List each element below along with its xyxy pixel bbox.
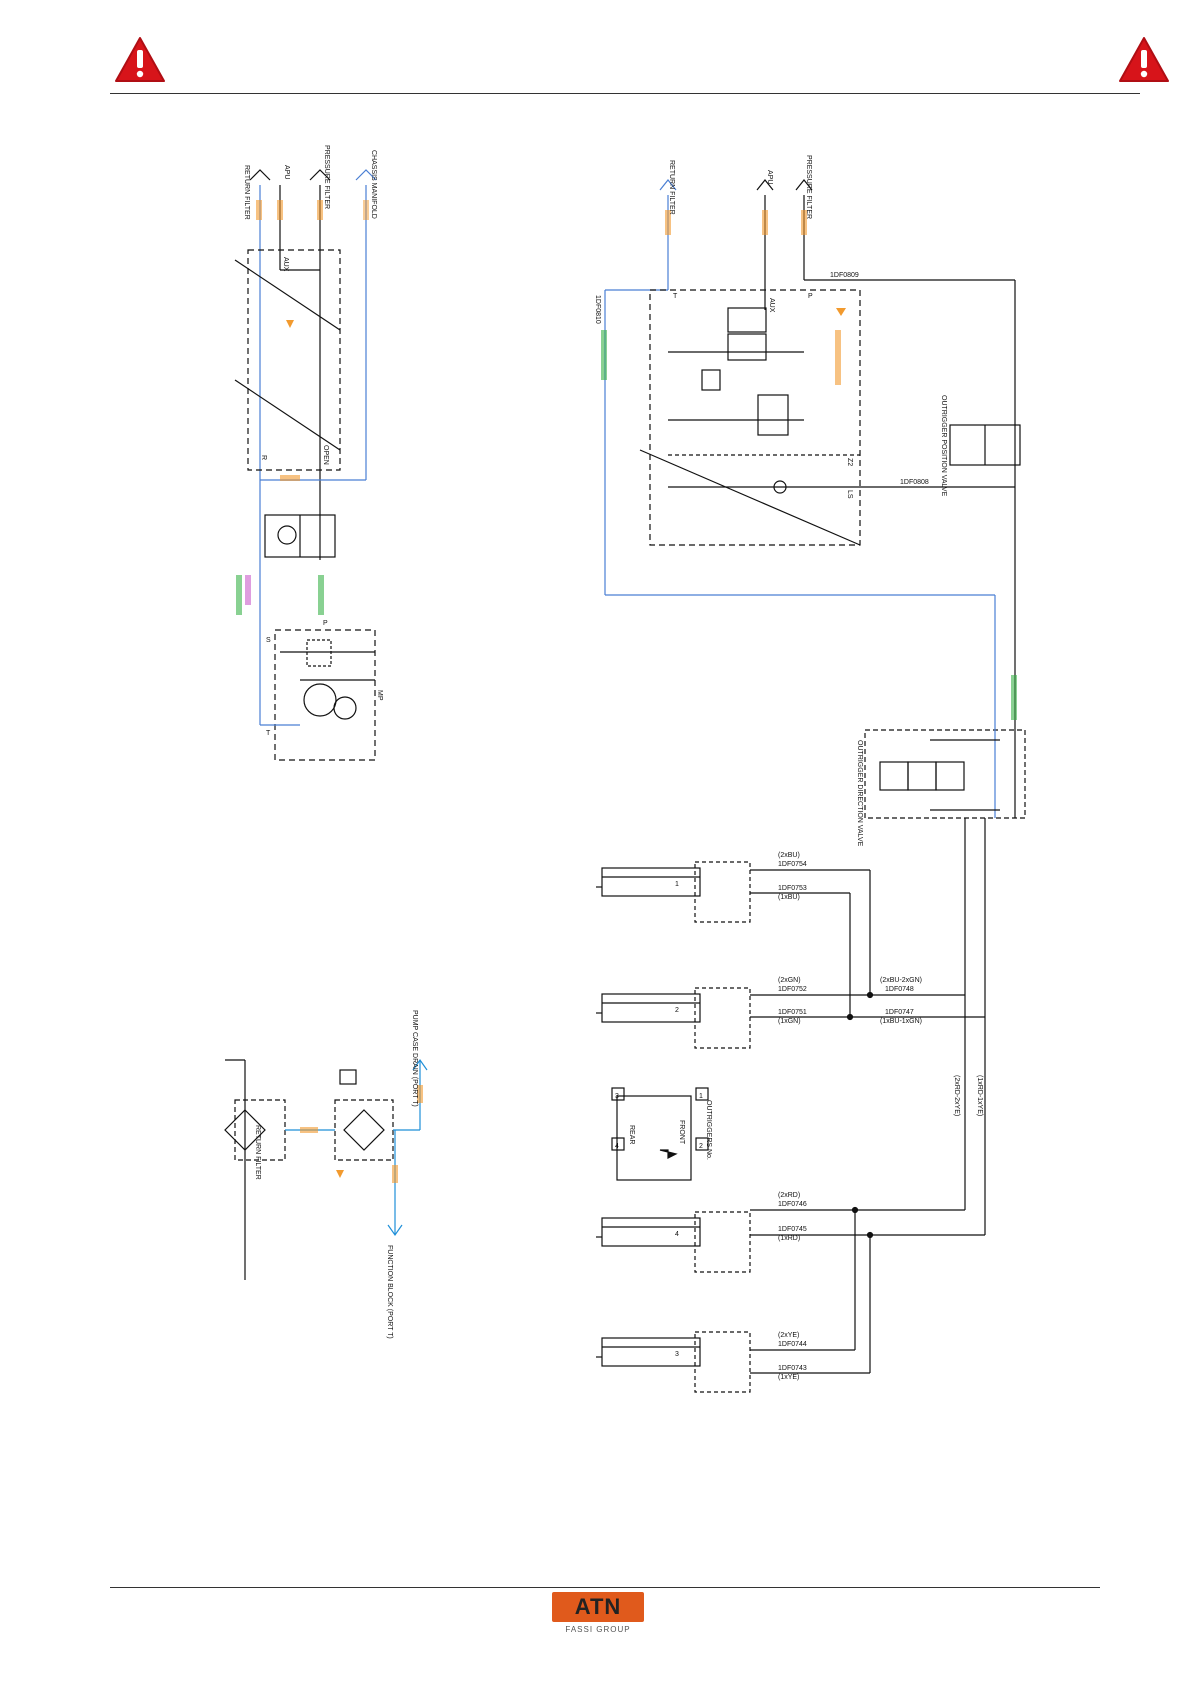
cylinder-3-number: 3: [675, 1351, 679, 1358]
valve-label-z2: Z2: [846, 458, 853, 466]
cylinder-3-bot-code: 1DF0743: [778, 1365, 807, 1372]
valve-label-aux: AUX: [768, 298, 775, 313]
trunk-rd-ye-b: (1xRD-1xYE): [976, 1075, 983, 1116]
cylinder-3-bot-tag: (1xYE): [778, 1374, 799, 1381]
cylinder-1-bot-code: 1DF0753: [778, 885, 807, 892]
port-chassis-manifold: CHASSIS MANIFOLD: [370, 150, 377, 219]
pump-label-s: S: [266, 637, 271, 644]
cylinder-2-top-tag: (2xGN): [778, 977, 801, 984]
cylinder-4-number: 4: [675, 1231, 679, 1238]
cylinder-1: [596, 861, 871, 1017]
left-top-circuit: [234, 169, 377, 761]
key-rear: REAR: [628, 1125, 635, 1144]
cylinder-3-top-tag: (2xYE): [778, 1332, 799, 1339]
valve-label-ls: LS: [846, 490, 853, 499]
cylinder-1-top-code: 1DF0754: [778, 861, 807, 868]
cylinder-4-bot-code: 1DF0745: [778, 1226, 807, 1233]
key-number-1: 1: [699, 1093, 703, 1100]
port-pressure-filter-right: PRESSURE FILTER: [805, 155, 812, 219]
footer-rule: [110, 1587, 1100, 1588]
outrigger-key: [611, 1087, 709, 1181]
outrigger-position-valve-label: OUTRIGGER POSITION VALVE: [940, 395, 947, 497]
key-number-2: 2: [699, 1143, 703, 1150]
pump-case-drain-label: PUMP CASE DRAIN (PORT T): [411, 1010, 418, 1107]
logo-mark: ATN: [552, 1592, 644, 1622]
port-apu-left: APU: [283, 165, 290, 179]
left-bottom-tags: [300, 1085, 423, 1183]
cylinder-3-top-code: 1DF0744: [778, 1341, 807, 1348]
tag-return: 1DF0810: [594, 295, 601, 324]
logo-text: ATN: [574, 1594, 622, 1619]
warning-triangle-icon: [115, 37, 165, 82]
outrigger-direction-valve: [864, 725, 1026, 1235]
valve-label-t: T: [673, 293, 678, 300]
cylinder-4-top-code: 1DF0746: [778, 1201, 807, 1208]
cylinder-1-bot-tag: (1xBU): [778, 894, 800, 901]
cylinder-1-top-tag: (2xBU): [778, 852, 800, 859]
right-top-circuit: [604, 179, 1021, 725]
cylinder-2-bot-code: 1DF0751: [778, 1009, 807, 1016]
left-top-tags: [236, 200, 369, 615]
cylinder-1-number: 1: [675, 881, 679, 888]
outrigger-direction-valve-label: OUTRIGGER DIRECTION VALVE: [856, 740, 863, 847]
trunk-bu-gn-bot-code: 1DF0747: [885, 1009, 914, 1016]
block-label-aux: AUX: [282, 257, 289, 272]
function-block-label: FUNCTION BLOCK (PORT T): [386, 1245, 393, 1339]
schematic-labels: RETURN FILTER APU PRESSURE FILTER CHASSI…: [243, 145, 983, 1381]
cylinder-4: [596, 1206, 985, 1373]
atn-logo: ATN FASSI GROUP: [552, 1592, 644, 1636]
key-front: FRONT: [678, 1120, 685, 1145]
trunk-bu-gn-top-code: 1DF0748: [885, 986, 914, 993]
valve-label-p: P: [808, 293, 813, 300]
trunk-rd-ye-a: (2xRD-2xYE): [953, 1075, 960, 1116]
logo-subtext: FASSI GROUP: [565, 1625, 631, 1634]
cylinder-2: [596, 987, 985, 1049]
port-pressure-filter-left: PRESSURE FILTER: [323, 145, 330, 209]
key-number-3: 3: [615, 1093, 619, 1100]
key-number-4: 4: [615, 1143, 619, 1150]
tag-pressure: 1DF0809: [830, 272, 859, 279]
cylinder-3: [596, 1331, 870, 1393]
block-label-r: R: [260, 455, 267, 460]
cylinder-4-bot-tag: (1xRD): [778, 1235, 800, 1242]
pump-label-p: P: [323, 620, 328, 627]
key-title: OUTRIGGERS No.: [705, 1100, 712, 1160]
header-rule: [110, 93, 1140, 94]
tag-ls: 1DF0808: [900, 479, 929, 486]
cylinder-2-number: 2: [675, 1007, 679, 1014]
cylinder-2-top-code: 1DF0752: [778, 986, 807, 993]
warning-triangle-icon: [1119, 37, 1169, 82]
block-label-open: OPEN: [322, 445, 329, 465]
trunk-bu-gn-top: (2xBU-2xGN): [880, 977, 922, 984]
pump-label-t: T: [266, 730, 271, 737]
return-filter-label: RETURN FILTER: [254, 1125, 261, 1180]
port-apu-right: APU: [766, 170, 773, 184]
right-top-tags: [601, 210, 1017, 720]
cylinder-2-bot-tag: (1xGN): [778, 1018, 801, 1025]
port-return-filter-right: RETURN FILTER: [668, 160, 675, 215]
pump-label-mp: MP: [376, 690, 383, 701]
port-return-filter-left: RETURN FILTER: [243, 165, 250, 220]
trunk-bu-gn-bot: (1xBU-1xGN): [880, 1018, 922, 1025]
cylinder-4-top-tag: (2xRD): [778, 1192, 800, 1199]
